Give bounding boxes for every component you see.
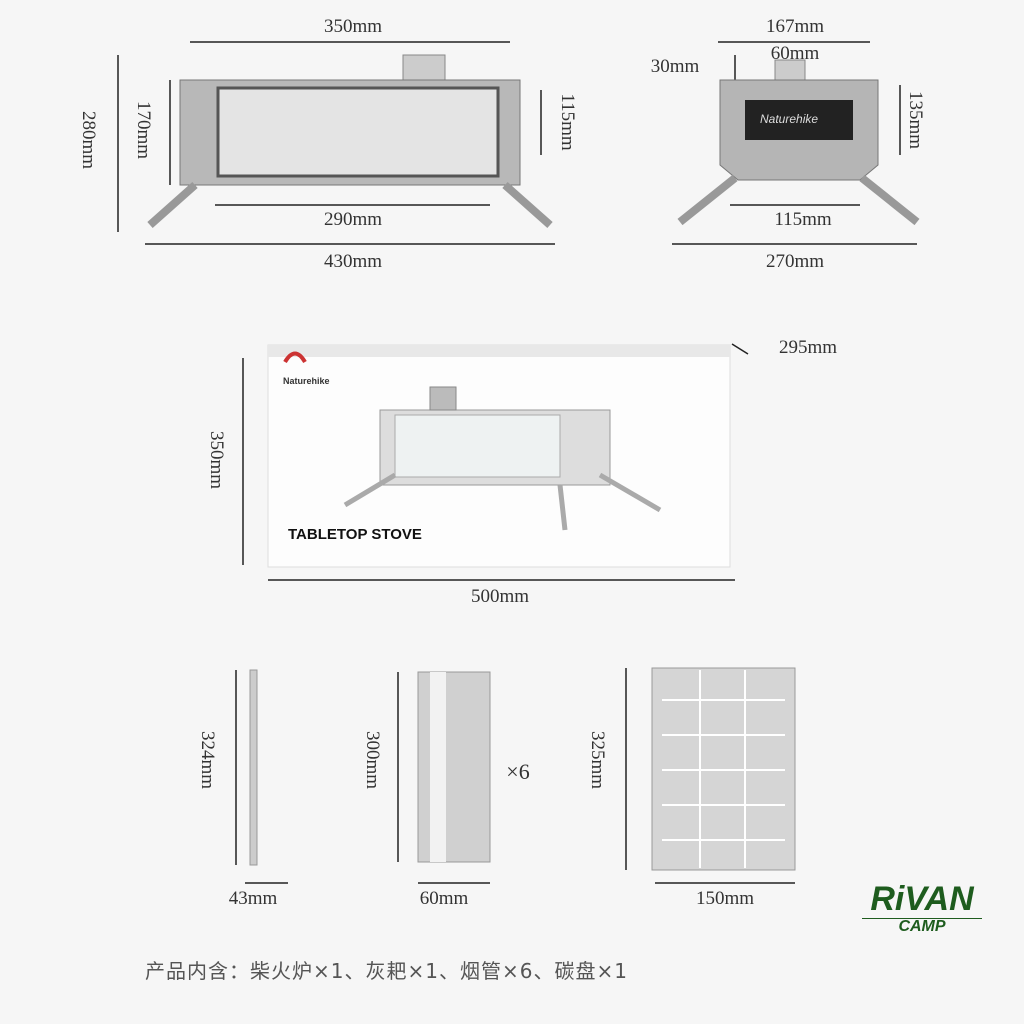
dim-rod-height: 324mm <box>197 730 218 790</box>
box-title: TABLETOP STOVE <box>288 526 422 543</box>
dim-rod-width: 43mm <box>228 888 278 909</box>
stove-side-view <box>677 59 920 226</box>
dim-side-chimney-height: 30mm <box>650 56 700 77</box>
stove-front-view <box>147 54 553 228</box>
logo-line1: RiVAN <box>870 880 974 918</box>
dim-plate-width: 150mm <box>695 888 755 909</box>
dim-box-height: 350mm <box>206 430 227 490</box>
logo-line2: CAMP <box>862 918 982 935</box>
package-contents: 产品内含：柴火炉×1、灰耙×1、烟管×6、碳盘×1 <box>145 959 628 983</box>
dim-box-width: 500mm <box>470 586 530 607</box>
dim-side-chimney: 60mm <box>770 43 820 64</box>
dim-front-width-total: 430mm <box>323 251 383 272</box>
dim-front-width-top: 350mm <box>323 16 383 37</box>
dim-pipe-height: 300mm <box>362 730 383 790</box>
box-brand: Naturehike <box>283 376 330 386</box>
dim-pipe-width: 60mm <box>419 888 469 909</box>
charcoal-tray <box>651 667 796 871</box>
dim-front-leg-inner: 290mm <box>323 209 383 230</box>
dim-front-body-height: 170mm <box>133 100 154 160</box>
dim-front-window-height: 115mm <box>557 93 578 151</box>
product-box <box>267 344 731 568</box>
dim-front-height-total: 280mm <box>78 110 99 170</box>
dim-plate-height: 325mm <box>587 730 608 790</box>
side-window-logo: Naturehike <box>760 112 819 126</box>
dim-box-depth: 295mm <box>778 337 838 358</box>
dim-side-body-height: 135mm <box>905 90 926 150</box>
pipe-quantity: ×6 <box>506 759 530 784</box>
rivan-camp-logo: RiVAN CAMP <box>862 880 982 935</box>
chimney-pipe <box>417 671 491 863</box>
ash-rake <box>249 669 258 866</box>
dim-side-width-total: 270mm <box>765 251 825 272</box>
dim-side-leg-inner: 115mm <box>774 209 832 230</box>
dim-side-width-top: 167mm <box>765 16 825 37</box>
